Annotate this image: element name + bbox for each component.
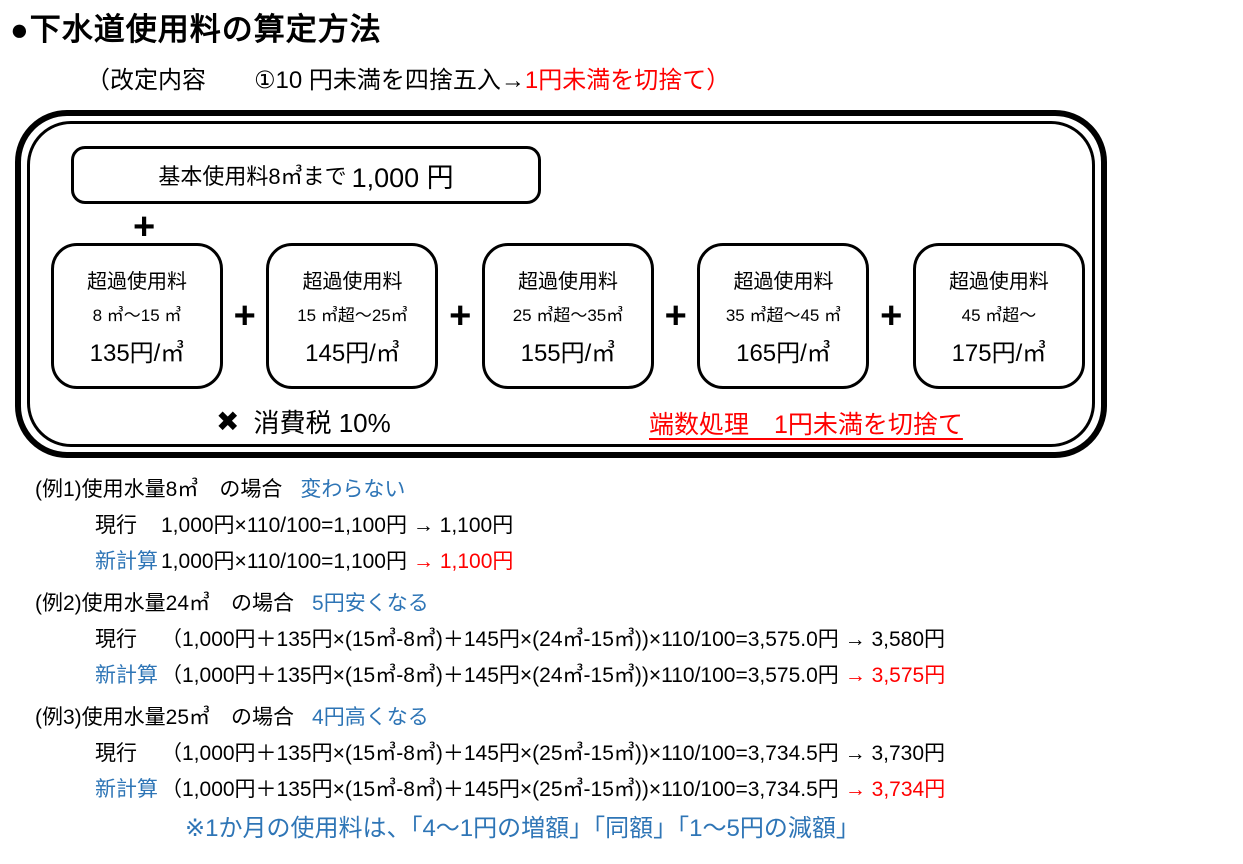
overage-box-rate: 135円/㎥ — [89, 339, 185, 367]
new-formula: 1,000円×110/100=1,100円 — [161, 550, 407, 573]
new-formula: （1,000円＋135円×(15㎥-8㎥)＋145円×(24㎥-15㎥))×11… — [161, 664, 839, 687]
overage-box-title: 超過使用料 — [948, 270, 1049, 293]
example3-case: (例3)使用水量25㎥ の場合 — [35, 706, 295, 729]
plus-operator: + — [880, 295, 903, 337]
overage-fee-box-3: 超過使用料 25 ㎥超～35㎥ 155円/㎥ — [481, 243, 654, 389]
examples-section: (例1)使用水量8㎥ の場合変わらない 現行 1,000円×110/100=1,1… — [35, 472, 1238, 846]
tax-row: ✖ 消費税 10% — [216, 403, 391, 440]
basic-fee-amount: 1,000 円 — [351, 162, 454, 193]
current-label: 現行 — [95, 514, 137, 537]
example3-header: (例3)使用水量25㎥ の場合 4円高くなる — [35, 700, 1238, 736]
multiply-icon: ✖ — [216, 406, 240, 437]
example1-note: 変わらない — [300, 478, 406, 501]
revision-note: （改定内容 ①10 円未満を四捨五入→1円未満を切捨て） — [86, 60, 730, 95]
example2-header: (例2)使用水量24㎥ の場合 5円安くなる — [35, 586, 1238, 622]
current-formula: （1,000円＋135円×(15㎥-8㎥)＋145円×(24㎥-15㎥))×11… — [161, 628, 946, 651]
basic-fee-label: 基本使用料8㎥まで — [158, 164, 347, 189]
example3-new-line: 新計算（1,000円＋135円×(15㎥-8㎥)＋145円×(25㎥-15㎥))… — [95, 772, 1238, 808]
overage-box-title: 超過使用料 — [517, 270, 618, 293]
overage-box-title: 超過使用料 — [733, 270, 834, 293]
example2-new-line: 新計算（1,000円＋135円×(15㎥-8㎥)＋145円×(24㎥-15㎥))… — [95, 658, 1238, 694]
new-result: → 3,575円 — [844, 664, 946, 687]
overage-boxes-row: 超過使用料 8 ㎥～15 ㎥ 135円/㎥ + 超過使用料 15 ㎥超～25㎥ … — [51, 242, 1085, 390]
overage-box-range: 35 ㎥超～45 ㎥ — [725, 305, 842, 325]
overage-box-rate: 145円/㎥ — [305, 339, 400, 367]
example3-current-line: 現行 （1,000円＋135円×(15㎥-8㎥)＋145円×(25㎥-15㎥))×… — [95, 736, 1238, 772]
overage-box-title: 超過使用料 — [87, 270, 187, 293]
revision-note-prefix: （改定内容 ①10 円未満を四捨五入→ — [86, 67, 525, 94]
new-label: 新計算 — [95, 664, 158, 687]
example2-note: 5円安くなる — [312, 592, 429, 615]
new-label: 新計算 — [95, 778, 158, 801]
overage-box-range: 25 ㎥超～35㎥ — [512, 305, 624, 325]
overage-box-rate: 165円/㎥ — [736, 339, 831, 367]
page-title: ●下水道使用料の算定方法 — [10, 12, 382, 47]
overage-box-rate: 155円/㎥ — [520, 339, 616, 367]
example1-case: (例1)使用水量8㎥ の場合 — [35, 478, 283, 501]
basic-fee-box: 基本使用料8㎥まで 1,000 円 — [71, 146, 541, 204]
plus-operator: + — [664, 295, 687, 337]
example2-current-line: 現行 （1,000円＋135円×(15㎥-8㎥)＋145円×(24㎥-15㎥))×… — [95, 622, 1238, 658]
revision-note-highlight: 1円未満を切捨て） — [524, 67, 731, 94]
current-formula: 1,000円×110/100=1,100円 → 1,100円 — [161, 514, 514, 537]
overage-fee-box-1: 超過使用料 8 ㎥～15 ㎥ 135円/㎥ — [51, 243, 223, 389]
overage-box-title: 超過使用料 — [302, 270, 403, 293]
monthly-fee-summary-note: ※1か月の使用料は、「4～1円の増額」「同額」「1～5円の減額」 — [185, 815, 860, 842]
overage-fee-box-4: 超過使用料 35 ㎥超～45 ㎥ 165円/㎥ — [697, 243, 870, 389]
overage-box-rate: 175円/㎥ — [951, 339, 1047, 367]
example1-header: (例1)使用水量8㎥ の場合変わらない — [35, 472, 1238, 508]
plus-operator: + — [449, 295, 472, 337]
current-label: 現行 — [95, 742, 137, 765]
current-formula: （1,000円＋135円×(15㎥-8㎥)＋145円×(25㎥-15㎥))×11… — [161, 742, 946, 765]
example3-note: 4円高くなる — [312, 706, 429, 729]
rounding-note: 端数処理 1円未満を切捨て — [649, 411, 963, 439]
overage-box-range: 8 ㎥～15 ㎥ — [92, 305, 182, 325]
new-result: → 3,734円 — [844, 778, 946, 801]
plus-operator: + — [133, 206, 156, 248]
overage-box-range: 45 ㎥超～ — [961, 305, 1037, 325]
new-result: → 1,100円 — [412, 550, 514, 573]
overage-box-range: 15 ㎥超～25㎥ — [297, 305, 408, 325]
current-label: 現行 — [95, 628, 137, 651]
fee-calculation-diagram: 基本使用料8㎥まで 1,000 円 + 超過使用料 8 ㎥～15 ㎥ 135円/… — [15, 110, 1107, 458]
tax-label: 消費税 10% — [253, 408, 391, 438]
plus-operator: + — [233, 295, 256, 337]
overage-fee-box-5: 超過使用料 45 ㎥超～ 175円/㎥ — [912, 243, 1085, 389]
example1-current-line: 現行 1,000円×110/100=1,100円 → 1,100円 — [95, 508, 1238, 544]
overage-fee-box-2: 超過使用料 15 ㎥超～25㎥ 145円/㎥ — [266, 243, 439, 389]
new-label: 新計算 — [95, 550, 158, 573]
example2-case: (例2)使用水量24㎥ の場合 — [35, 592, 295, 615]
new-formula: （1,000円＋135円×(15㎥-8㎥)＋145円×(25㎥-15㎥))×11… — [161, 778, 839, 801]
